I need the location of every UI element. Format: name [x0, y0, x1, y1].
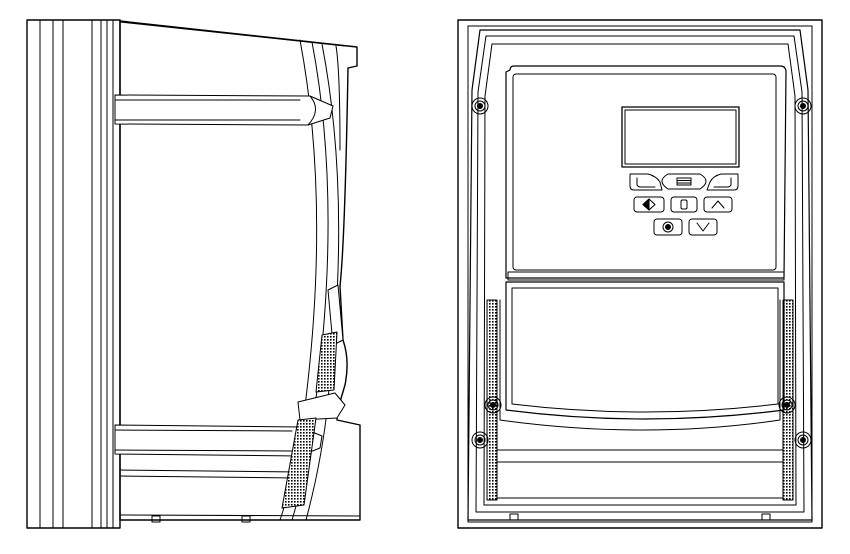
side-upper-strap — [114, 94, 334, 126]
side-foot — [119, 469, 361, 523]
down-arrow-icon — [696, 222, 710, 232]
lcd-display — [621, 106, 740, 168]
softkey-left-button[interactable] — [629, 173, 663, 191]
softkey-left-icon — [636, 177, 656, 188]
keypad-panel — [505, 65, 787, 281]
side-lower-latch — [297, 392, 346, 421]
side-vent-upper — [315, 331, 338, 393]
softkey-right-button[interactable] — [706, 173, 739, 191]
stop-icon — [680, 199, 688, 210]
mounting-screw-top-left — [471, 97, 489, 115]
front-lower-cover — [499, 281, 785, 431]
side-backplate — [26, 19, 121, 529]
side-upper-latch — [327, 284, 344, 346]
menu-icon — [676, 177, 692, 186]
side-vent-lower — [281, 417, 317, 509]
mounting-screw-bottom-right — [794, 431, 812, 449]
up-arrow-icon — [711, 200, 725, 209]
side-view — [26, 19, 361, 529]
front-outer-frame — [457, 19, 823, 529]
menu-button[interactable] — [661, 173, 707, 190]
softkey-right-icon — [713, 177, 732, 188]
mounting-screw-mid-right — [778, 396, 796, 414]
front-enclosure-body — [467, 29, 813, 521]
side-lower-strap — [114, 424, 323, 457]
mounting-screw-mid-left — [484, 396, 502, 414]
reset-button[interactable] — [653, 218, 683, 236]
reset-icon — [662, 221, 674, 233]
start-button[interactable] — [633, 196, 665, 213]
stop-button[interactable] — [670, 196, 698, 213]
front-terminal-cover — [496, 449, 784, 521]
front-view — [457, 19, 823, 529]
up-button[interactable] — [703, 196, 733, 213]
start-icon — [642, 198, 656, 211]
mounting-screw-top-right — [794, 97, 812, 115]
keypad — [629, 173, 739, 236]
mounting-screw-bottom-left — [471, 431, 489, 449]
down-button[interactable] — [688, 218, 718, 236]
